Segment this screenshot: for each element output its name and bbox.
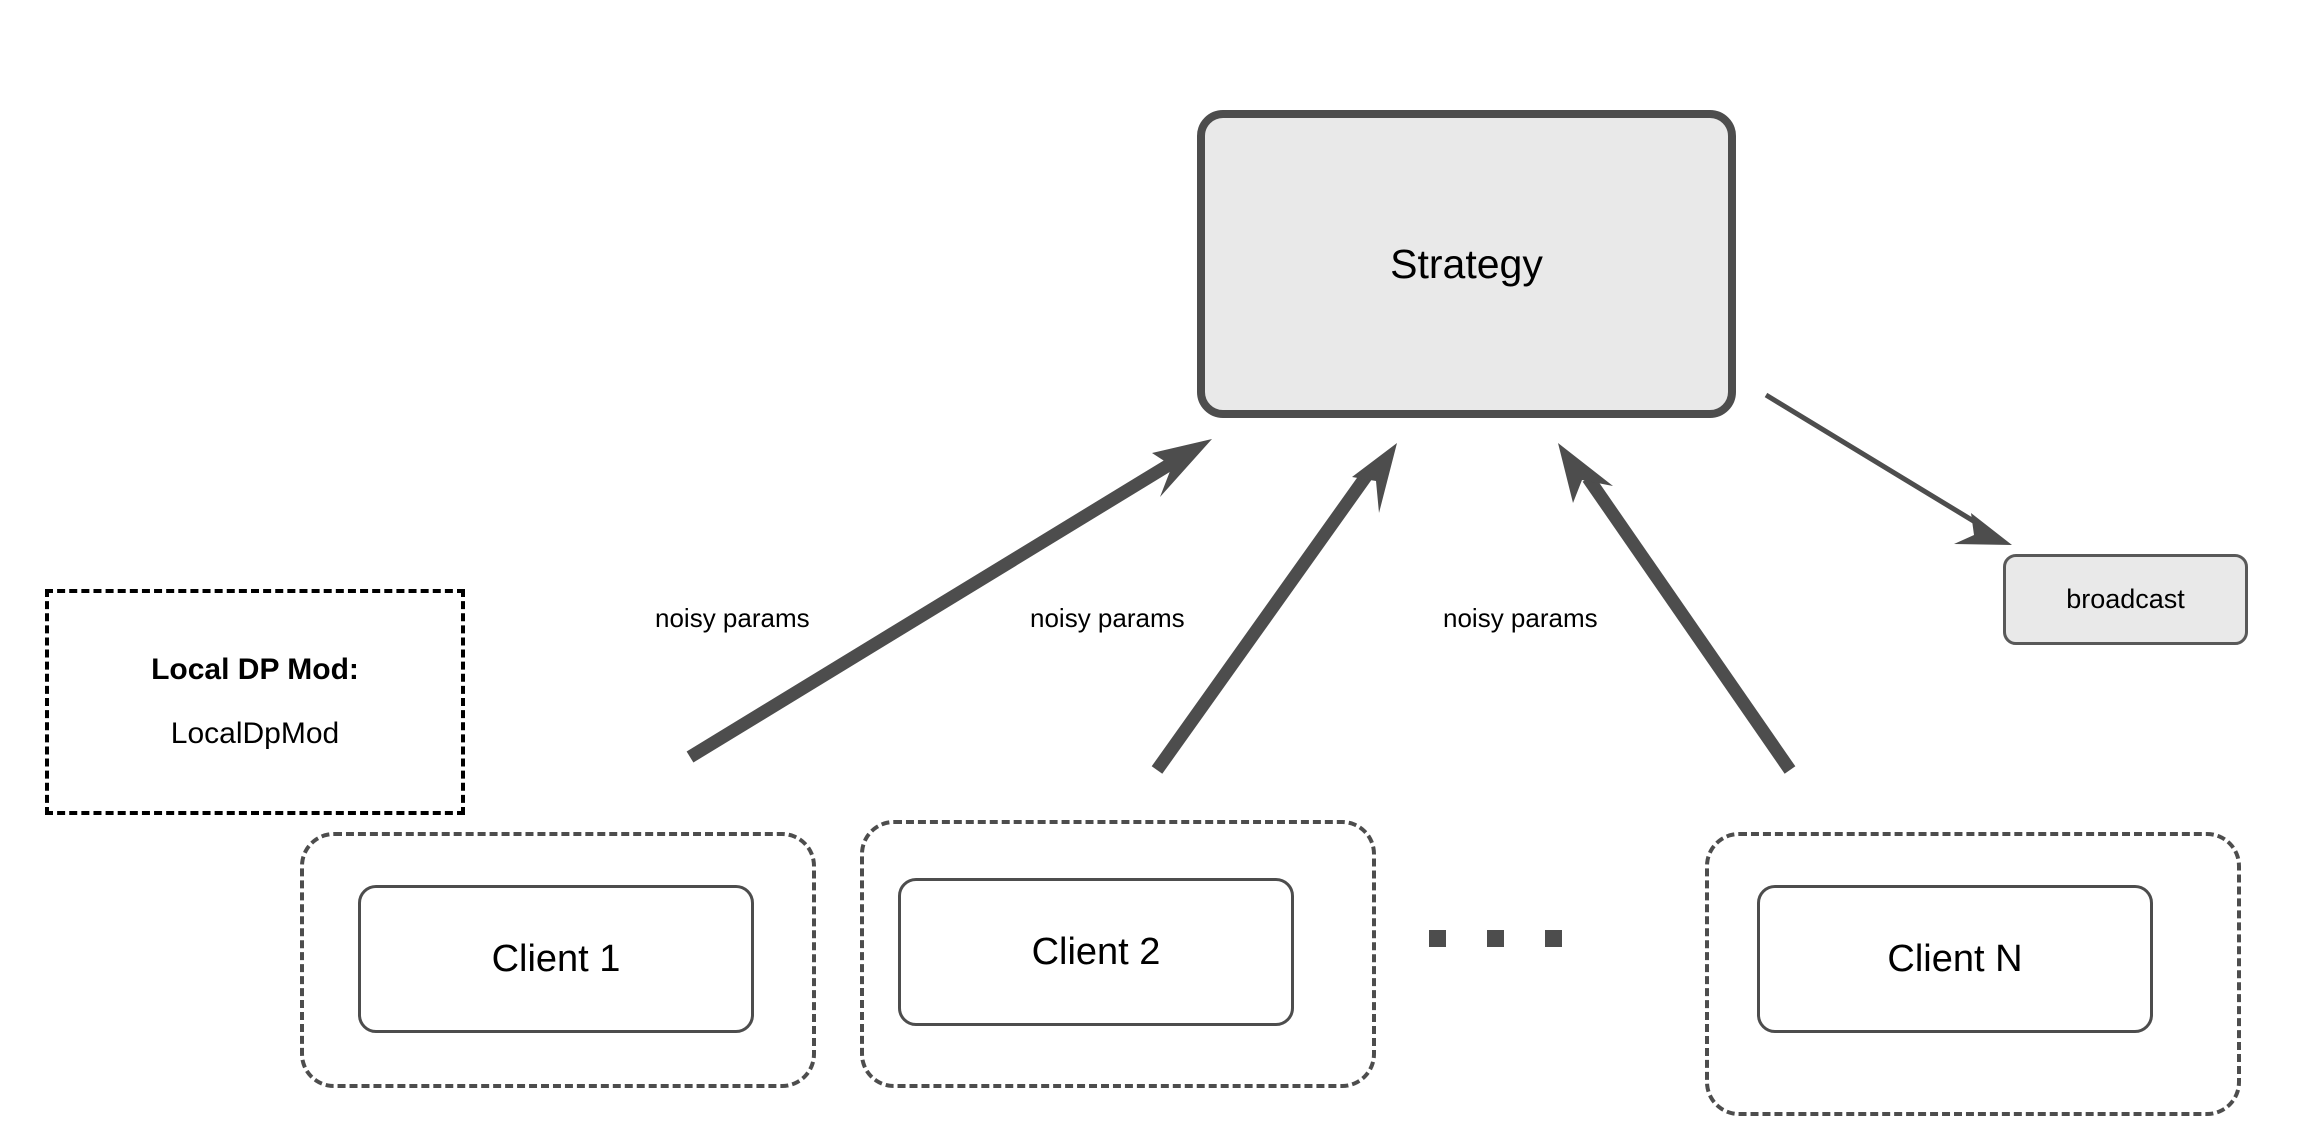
arrowhead-solid xyxy=(1954,513,2012,545)
edge-client1-to-strategy xyxy=(686,439,1212,763)
strategy-node[interactable]: Strategy xyxy=(1197,110,1736,418)
arrowhead-barbed xyxy=(1558,443,1613,503)
local-dp-mod-annotation[interactable]: Local DP Mod: LocalDpMod xyxy=(45,589,465,815)
client-group-1[interactable] xyxy=(300,832,816,1088)
strategy-node-label: Strategy xyxy=(1390,240,1543,287)
client-node-2-label: Client 2 xyxy=(1031,931,1161,973)
local-dp-mod-value: LocalDpMod xyxy=(170,717,340,750)
client-group-2[interactable] xyxy=(860,820,1376,1088)
local-dp-mod-title: Local DP Mod: xyxy=(151,653,359,686)
client-node-2[interactable]: Client 2 xyxy=(898,878,1294,1026)
arrowhead-barbed xyxy=(1152,439,1212,497)
edge-label-noisy-params-1: noisy params xyxy=(655,603,810,633)
ellipsis-dot-icon xyxy=(1545,930,1562,947)
broadcast-node[interactable]: broadcast xyxy=(2003,554,2248,645)
client-group-n[interactable] xyxy=(1705,832,2241,1116)
edge-label-noisy-params-3: noisy params xyxy=(1443,603,1598,633)
ellipsis-dot-icon xyxy=(1429,930,1446,947)
client-node-n-label: Client N xyxy=(1887,938,2023,980)
edge-client2-to-strategy xyxy=(1151,443,1397,774)
ellipsis-dot-icon xyxy=(1487,930,1504,947)
arrowhead-barbed xyxy=(1352,443,1397,513)
broadcast-node-label: broadcast xyxy=(2066,584,2185,614)
client-node-1[interactable]: Client 1 xyxy=(358,885,754,1033)
edge-label-noisy-params-2: noisy params xyxy=(1030,603,1185,633)
edge-strategy-to-broadcast xyxy=(1764,392,2012,545)
client-node-n[interactable]: Client N xyxy=(1757,885,2153,1033)
client-node-1-label: Client 1 xyxy=(491,938,621,980)
